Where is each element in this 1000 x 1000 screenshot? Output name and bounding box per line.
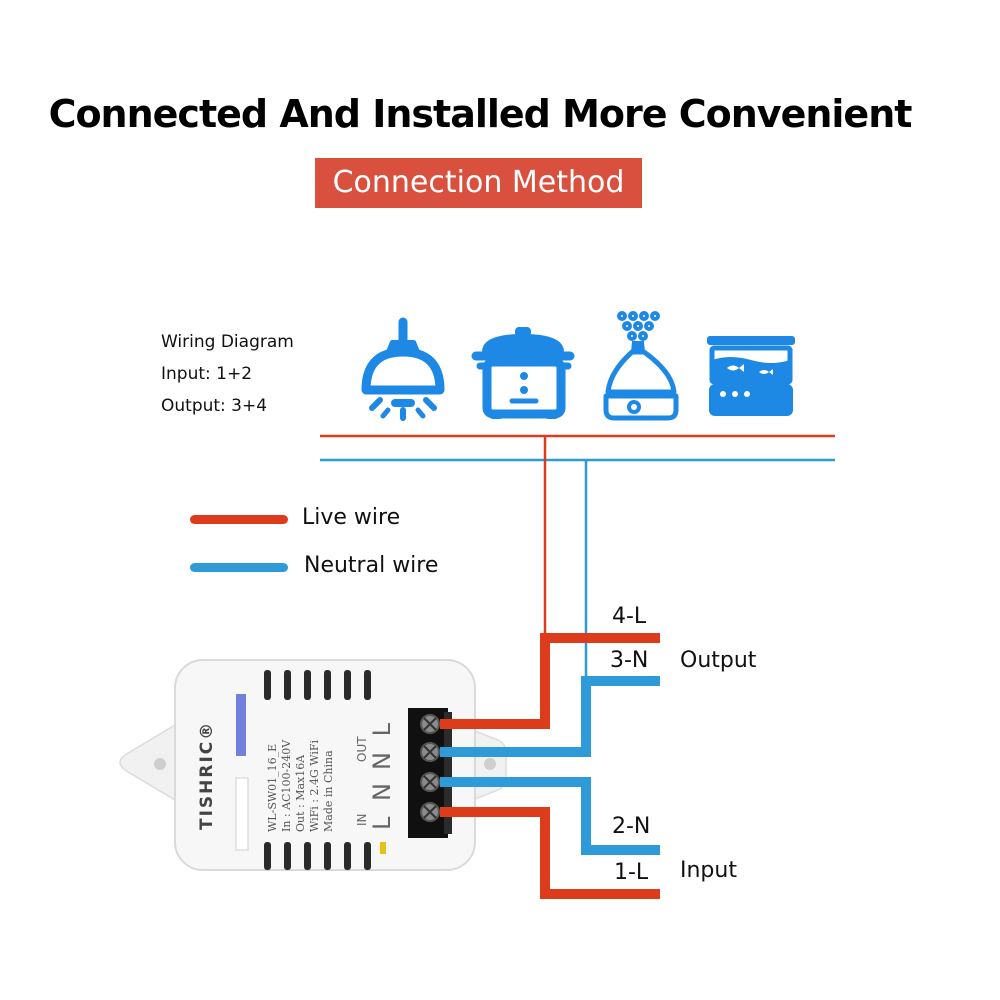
live-wire-label: Live wire [302,505,401,530]
input-note: Input: 1+2 [161,364,253,384]
input-label: Input [680,858,737,883]
rice-cooker-icon [471,327,575,419]
made-in-label: Made in China [322,750,335,832]
spec-out-label: Out : Max16A [294,754,307,832]
fish-tank-icon [707,336,795,416]
section-badge: Connection Method [315,158,642,208]
out-letters: N L [368,719,396,770]
live-wire-swatch [190,515,288,524]
reset-button [235,777,249,851]
smart-switch-device: TISHRIC® WL-SW01_16_E In : AC100-240V Ou… [119,659,507,871]
output-label: Output [680,648,757,673]
neutral-wire-label: Neutral wire [304,553,439,578]
humidifier-icon [603,311,679,421]
terminal-2-label: 2-N [612,814,651,839]
ceiling-lamp-icon [361,317,445,421]
port-in-label: IN [355,813,369,826]
brand-label: TISHRIC® [197,721,217,830]
wire-4-live [440,633,660,729]
spec-wifi-label: WiFi : 2.4G WiFi [308,739,321,832]
terminal-3-label: 3-N [610,648,649,673]
neutral-wire-swatch [190,563,288,572]
wire-3-neutral [440,676,660,757]
spec-in-label: In : AC100-240V [280,739,293,832]
terminal-1-label: 1-L [614,860,649,885]
terminal-screws [420,714,440,822]
indicator-led [236,694,246,756]
in-letters: L N [368,779,396,830]
port-out-label: OUT [355,736,369,762]
wiring-diagram-title: Wiring Diagram [161,332,294,352]
terminal-4-label: 4-L [612,604,647,629]
wire-2-neutral [440,777,660,855]
page-title: Connected And Installed More Convenient [48,92,913,136]
model-label: WL-SW01_16_E [266,744,279,832]
output-note: Output: 3+4 [161,396,268,416]
wire-1-live [440,807,660,899]
